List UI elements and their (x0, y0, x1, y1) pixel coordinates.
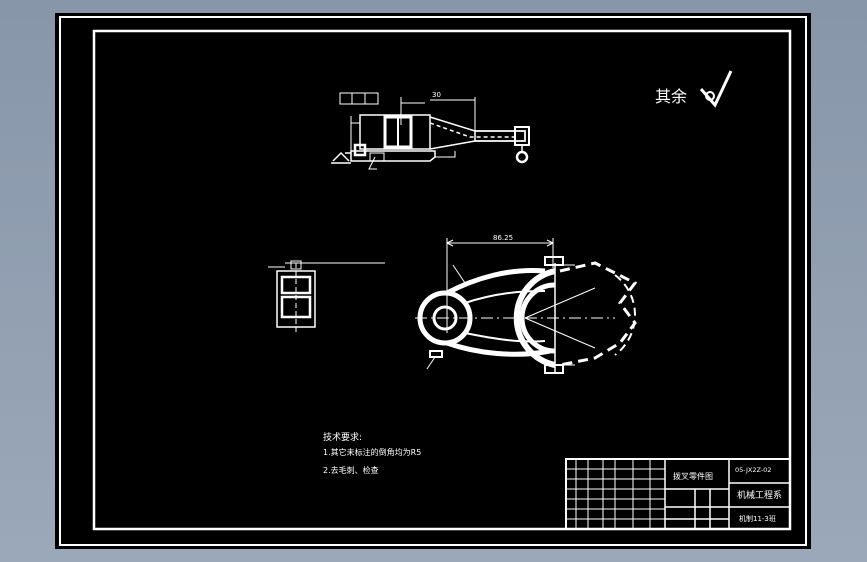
title-department: 机械工程系 (737, 489, 782, 501)
title-block (565, 458, 791, 530)
small-section-view (268, 260, 385, 333)
title-class-id: 机制11-3班 (739, 514, 776, 523)
dim-top-length: 30 (432, 91, 441, 99)
tech-req-item-2: 2.去毛刺、检查 (323, 466, 379, 475)
drawing-canvas: 其余 (59, 16, 807, 546)
inner-frame (92, 29, 792, 531)
surface-finish-symbol (699, 70, 733, 108)
outer-border (59, 16, 807, 546)
side-section-view (331, 92, 530, 170)
fork-front-view (415, 238, 638, 374)
finish-label: 其余 (655, 87, 687, 106)
tech-req-heading: 技术要求: (323, 433, 363, 443)
drawing-sheet: 其余 (55, 13, 811, 549)
title-drawing-code: 05-JX2Z-02 (735, 466, 771, 474)
tech-req-item-1: 1.其它未标注的倒角均为R5 (323, 448, 422, 457)
dim-center-distance: 86.25 (493, 234, 513, 242)
title-drawing-name: 拨叉零件图 (673, 471, 713, 481)
